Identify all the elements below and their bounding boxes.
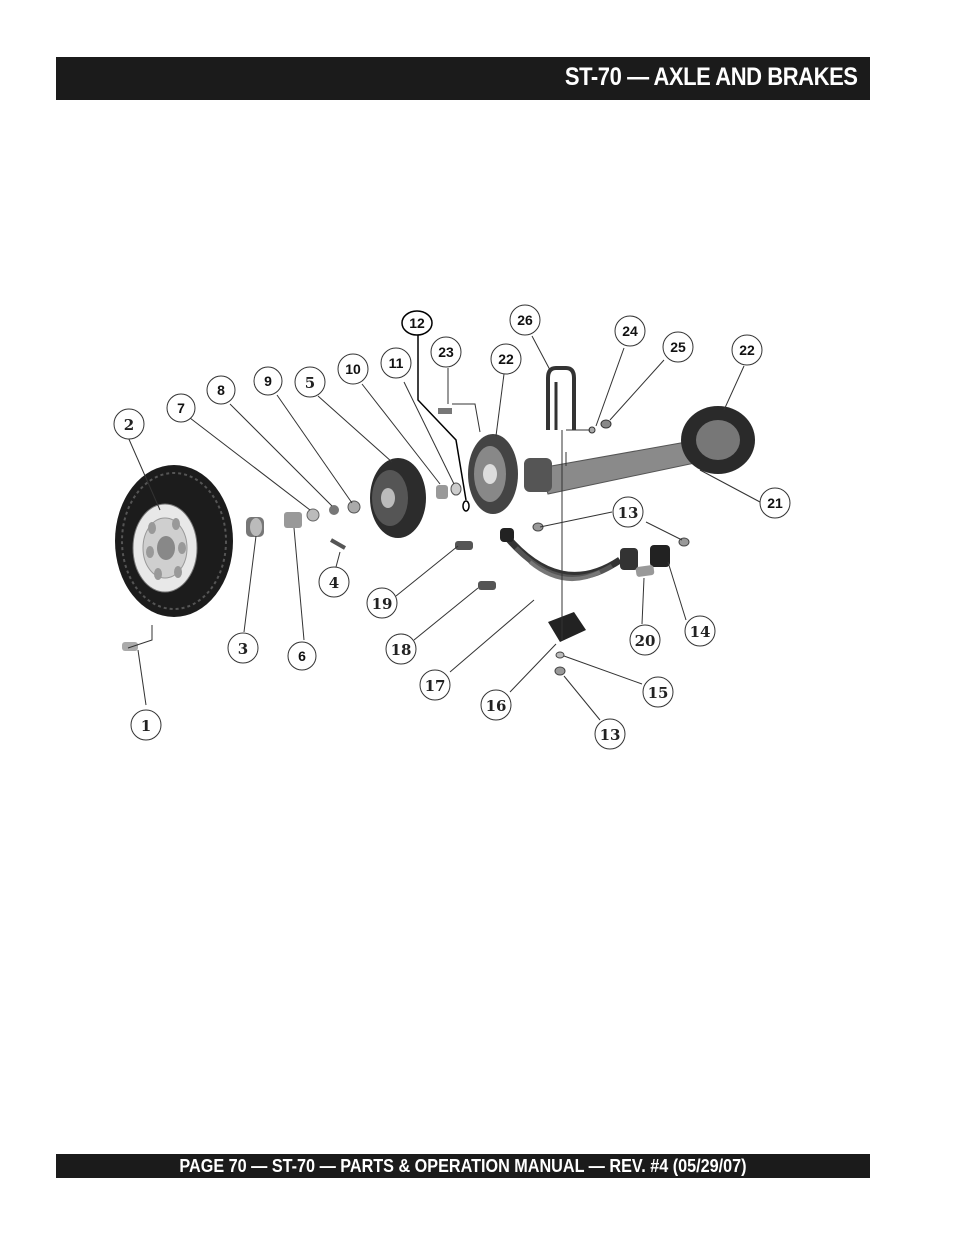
leader-lines [127, 335, 761, 721]
callout-5: 5 [294, 366, 326, 398]
callout-11: 11 [380, 347, 412, 379]
svg-text:2: 2 [124, 416, 134, 434]
callout-17: 17 [419, 669, 451, 701]
svg-text:13: 13 [600, 726, 621, 744]
page-title: ST-70 — AXLE AND BRAKES [565, 63, 858, 91]
hex-nut-upper [532, 522, 544, 532]
svg-text:10: 10 [345, 361, 361, 377]
brake-assembly-right [681, 406, 755, 474]
svg-text:5: 5 [305, 374, 315, 392]
svg-text:3: 3 [238, 640, 248, 658]
svg-text:19: 19 [372, 595, 393, 613]
callout-14: 14 [684, 615, 716, 647]
callout-25: 25 [662, 331, 694, 363]
spindle-nut [284, 512, 302, 528]
leaf-spring [500, 528, 622, 581]
callout-18: 18 [385, 633, 417, 665]
callout-10: 10 [337, 353, 369, 385]
hex-nut [600, 419, 612, 429]
callout-7: 7 [166, 393, 196, 423]
callout-1: 1 [130, 709, 162, 741]
tie-plate [548, 612, 586, 642]
hex-nut-lower [554, 666, 566, 676]
svg-text:7: 7 [177, 400, 185, 416]
svg-text:14: 14 [690, 623, 711, 641]
svg-text:11: 11 [389, 355, 404, 371]
bushing-upper [455, 541, 473, 550]
svg-text:22: 22 [498, 351, 514, 367]
svg-text:18: 18 [391, 641, 412, 659]
o-ring [462, 500, 470, 512]
svg-text:13: 13 [618, 504, 639, 522]
callout-22-right: 22 [731, 334, 763, 366]
svg-text:6: 6 [298, 648, 306, 664]
axle-brakes-exploded-diagram: 1 2 3 4 5 6 7 [113, 304, 791, 750]
u-bolt [546, 366, 576, 430]
grease-cap [246, 517, 264, 537]
svg-text:21: 21 [767, 495, 783, 511]
shackle-bolt [635, 565, 655, 577]
outer-bearing [329, 505, 339, 515]
brake-assembly-left [468, 434, 518, 514]
svg-text:22: 22 [739, 342, 755, 358]
svg-text:23: 23 [438, 344, 454, 360]
lock-washer-lower [555, 651, 565, 659]
callouts: 1 2 3 4 5 6 7 [113, 304, 791, 750]
footer-text: PAGE 70 — ST-70 — PARTS & OPERATION MANU… [179, 1156, 747, 1176]
callout-22-left: 22 [490, 343, 522, 375]
svg-text:17: 17 [425, 677, 446, 695]
inner-bearing [436, 485, 448, 499]
svg-text:4: 4 [329, 574, 339, 592]
svg-text:12: 12 [409, 315, 425, 331]
callout-2: 2 [113, 408, 145, 440]
svg-text:25: 25 [670, 339, 686, 355]
tire-wheel-assembly [115, 465, 233, 617]
callout-3: 3 [227, 632, 259, 664]
svg-text:1: 1 [141, 717, 151, 735]
svg-text:15: 15 [648, 684, 669, 702]
cotter-pin [330, 538, 346, 550]
callout-4: 4 [318, 566, 350, 598]
hub-drum [370, 458, 426, 538]
callout-24: 24 [614, 315, 646, 347]
svg-text:8: 8 [217, 382, 225, 398]
callout-23: 23 [430, 336, 462, 368]
shackle [620, 545, 670, 570]
callout-21: 21 [759, 487, 791, 519]
footer-bar: PAGE 70 — ST-70 — PARTS & OPERATION MANU… [56, 1154, 870, 1178]
svg-text:9: 9 [264, 373, 272, 389]
washer [306, 508, 320, 522]
svg-text:20: 20 [635, 632, 656, 650]
bushing-lower [478, 581, 496, 590]
header-bar: ST-70 — AXLE AND BRAKES [56, 57, 870, 100]
valve-stem [122, 642, 138, 651]
bearing-race [347, 500, 361, 514]
callout-15: 15 [642, 676, 674, 708]
bolt [438, 408, 452, 414]
callout-8: 8 [206, 375, 236, 405]
callout-26: 26 [509, 304, 541, 336]
svg-text:16: 16 [486, 697, 507, 715]
callout-13-lower: 13 [594, 718, 626, 750]
callout-12: 12 [401, 310, 433, 336]
svg-text:24: 24 [622, 323, 638, 339]
callout-13-upper: 13 [612, 496, 644, 528]
callout-19: 19 [366, 587, 398, 619]
grease-seal [450, 482, 462, 496]
callout-16: 16 [480, 689, 512, 721]
callout-6: 6 [287, 641, 317, 671]
svg-text:26: 26 [517, 312, 533, 328]
callout-9: 9 [253, 366, 283, 396]
callout-20: 20 [629, 624, 661, 656]
